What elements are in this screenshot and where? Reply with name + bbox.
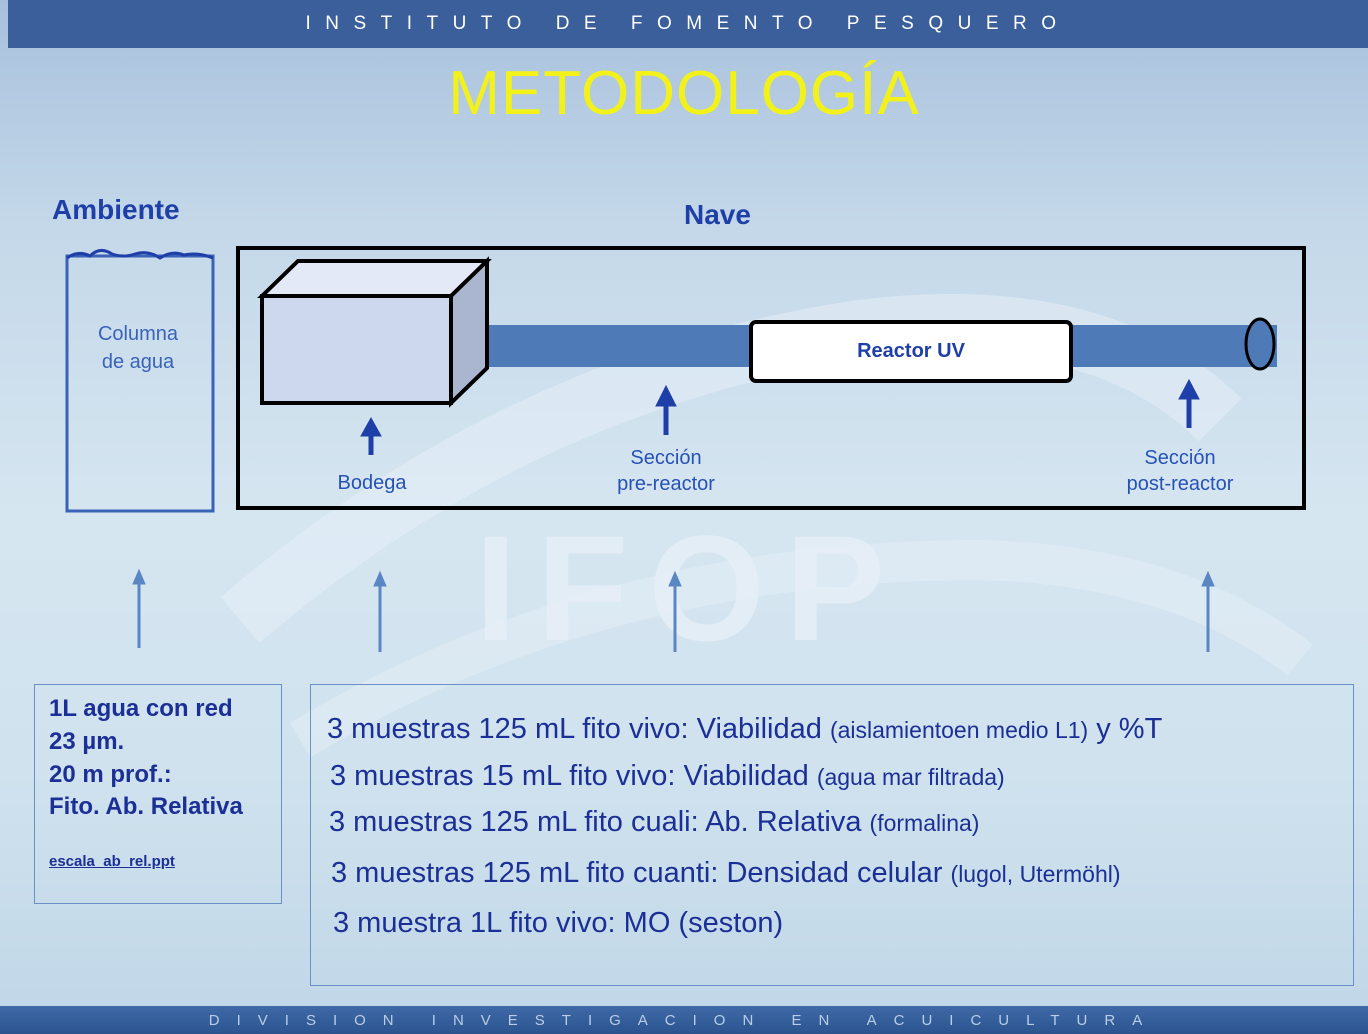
sample-tail: y %T — [1088, 713, 1163, 745]
sample-note: (aislamientoen medio L1) — [829, 717, 1089, 743]
post-reactor-line-2: post-reactor — [1126, 473, 1234, 495]
water-column-box — [65, 254, 215, 513]
reactor-label: Reactor UV — [857, 340, 965, 362]
header-bar: INSTITUTO DE FOMENTO PESQUERO — [8, 0, 1368, 48]
ambient-sample-line-2: 23 µm. — [49, 728, 125, 755]
bodega-label: Bodega — [337, 472, 407, 494]
samples-box: 3 muestras 125 mL fito vivo: Viabilidad … — [310, 684, 1354, 986]
escala-link[interactable]: escala_ab_rel.ppt — [49, 853, 175, 870]
slide-title: METODOLOGÍA — [448, 59, 920, 128]
sample-main: 3 muestras 125 mL fito cuali: Ab. Relati… — [329, 806, 870, 838]
pipe-outlet — [1244, 317, 1276, 371]
water-column-label: Columna de agua — [68, 320, 208, 376]
sample-main: 3 muestra 1L fito vivo: MO (seston) — [333, 907, 784, 939]
sample-note: (lugol, Utermöhl) — [950, 861, 1121, 887]
post-reactor-label: Sección post-reactor — [1108, 445, 1252, 497]
footer-bar: DIVISION INVESTIGACION EN ACUICULTURA — [0, 1006, 1368, 1034]
sample-line: 3 muestras 15 mL fito vivo: Viabilidad (… — [330, 760, 1005, 793]
sample-main: 3 muestras 125 mL fito cuanti: Densidad … — [331, 857, 951, 889]
pre-reactor-label: Sección pre-reactor — [596, 445, 736, 497]
bodega-top — [257, 259, 492, 298]
footer-text: DIVISION INVESTIGACION EN ACUICULTURA — [208, 1011, 1160, 1029]
ambiente-label: Ambiente — [52, 194, 180, 225]
sample-note: (formalina) — [869, 810, 980, 836]
sample-line: 3 muestra 1L fito vivo: MO (seston) — [333, 907, 783, 940]
ambient-sample-line-3: 20 m prof.: — [49, 761, 172, 788]
nave-label: Nave — [684, 199, 751, 230]
nave-frame — [236, 246, 1306, 510]
pre-reactor-line-1: Sección — [630, 447, 702, 469]
sample-line: 3 muestras 125 mL fito cuali: Ab. Relati… — [329, 806, 979, 839]
sample-arrows — [132, 568, 1215, 652]
ambient-sample-line-4: Fito. Ab. Relativa — [49, 793, 243, 820]
header-text: INSTITUTO DE FOMENTO PESQUERO — [305, 13, 1071, 34]
bodega-front — [260, 294, 453, 405]
sample-line: 3 muestras 125 mL fito cuanti: Densidad … — [331, 857, 1121, 890]
sample-line: 3 muestras 125 mL fito vivo: Viabilidad … — [327, 713, 1162, 746]
ambient-sample-box: 1L agua con red 23 µm. 20 m prof.: Fito.… — [34, 684, 282, 904]
water-column-line-2: de agua — [101, 351, 175, 373]
reactor-uv — [749, 320, 1073, 383]
ambient-sample-line-1: 1L agua con red — [49, 695, 233, 722]
section-arrows — [360, 378, 1200, 455]
sample-main: 3 muestras 125 mL fito vivo: Viabilidad — [327, 713, 830, 745]
sample-main: 3 muestras 15 mL fito vivo: Viabilidad — [330, 760, 817, 792]
water-column-line-1: Columna — [97, 323, 179, 345]
ifop-watermark: IFOP — [475, 504, 905, 672]
post-reactor-line-1: Sección — [1144, 447, 1216, 469]
water-surface-wave — [66, 249, 214, 260]
watermark-swoosh-2 — [289, 539, 1313, 758]
sample-note: (agua mar filtrada) — [816, 764, 1005, 790]
pre-reactor-line-2: pre-reactor — [617, 473, 715, 495]
